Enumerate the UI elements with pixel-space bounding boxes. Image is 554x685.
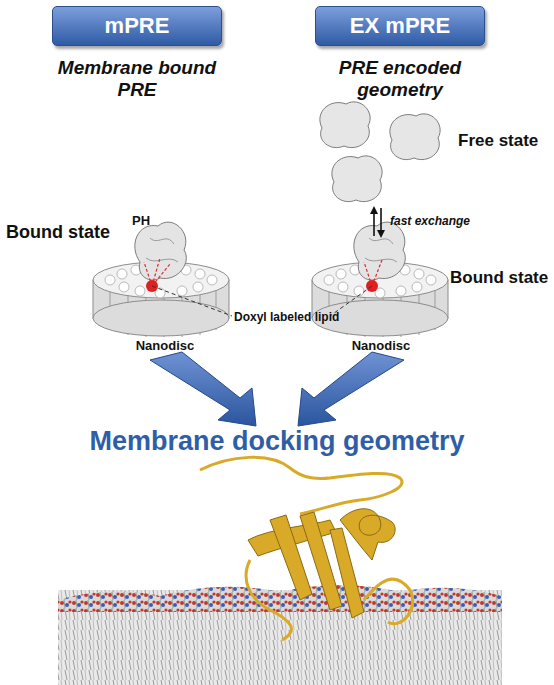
- state-label: Bound state: [6, 222, 116, 243]
- nanodisc-label: Nanodisc: [336, 338, 426, 353]
- exchange-label: fast exchange: [390, 214, 500, 228]
- exchange-arrows: [370, 206, 385, 238]
- box-label: mPRE: [105, 13, 170, 39]
- block-arrows: [150, 352, 404, 426]
- nanodisc-label: Nanodisc: [120, 338, 210, 353]
- method-subtitle: Membrane bound PRE: [52, 57, 222, 101]
- result-heading: Membrane docking geometry: [0, 426, 554, 457]
- protein-ribbon: [200, 457, 413, 640]
- pointer-label: Doxyl labeled lipid: [234, 310, 364, 324]
- nanodisc-left: [93, 222, 232, 337]
- state-label: Free state: [458, 131, 552, 151]
- protein-label: PH: [132, 213, 172, 228]
- box-label: EX mPRE: [350, 13, 450, 39]
- free-proteins: [320, 102, 440, 202]
- method-subtitle: PRE encoded geometry: [315, 57, 485, 101]
- title-box: mPRE: [52, 6, 222, 46]
- title-box: EX mPRE: [315, 6, 485, 46]
- state-label: Bound state: [450, 268, 554, 288]
- membrane-model: [58, 585, 502, 685]
